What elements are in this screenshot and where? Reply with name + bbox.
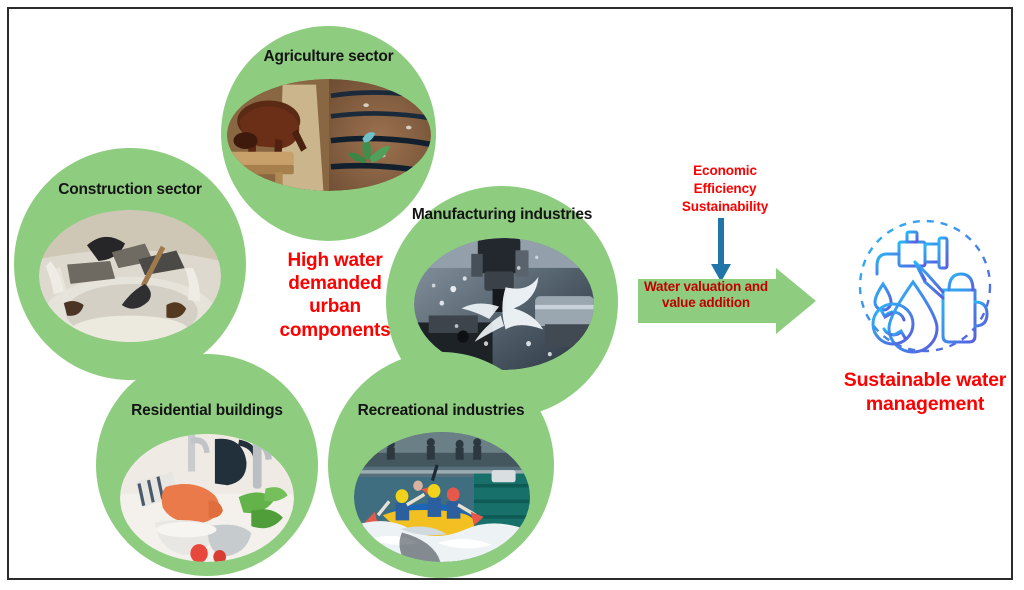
vertical-down-arrow: [711, 218, 731, 282]
petal-agriculture-image: [227, 79, 431, 191]
petal-recreational-label: Recreational industries: [357, 402, 525, 419]
small-drop-icon: [873, 281, 893, 312]
center-caption-line-4: components: [279, 319, 391, 341]
criteria-text: Economic Efficiency Sustainability: [661, 162, 789, 216]
water-drop-icon: [887, 279, 939, 354]
sustainable-water-management-icon: [851, 212, 999, 360]
center-caption-line-2: demanded: [288, 273, 382, 295]
arrow-label-line-2: value addition: [662, 295, 750, 311]
water-valuation-arrow-label: Water valuation and value addition: [636, 279, 776, 312]
faucet-icon: [869, 224, 949, 276]
center-caption-line-1: High water: [287, 250, 383, 271]
outcome-label-line-2: management: [865, 393, 985, 416]
arrow-label-line-1: Water valuation and: [644, 279, 768, 294]
criteria-line-1: Economic: [693, 163, 757, 178]
outcome-label-line-1: Sustainable water: [843, 369, 1007, 391]
petal-construction-label: Construction sector: [58, 181, 202, 198]
dashed-circle-icon: [858, 219, 992, 353]
water-valuation-arrow[interactable]: [638, 268, 816, 334]
outcome-label: Sustainable water management: [805, 368, 1024, 417]
recycle-arrows-icon: [871, 302, 915, 346]
petal-manufacturing[interactable]: Manufacturing industries: [386, 186, 618, 418]
criteria-line-2: Efficiency: [693, 180, 757, 196]
petal-recreational[interactable]: Recreational industries: [328, 352, 554, 578]
petal-manufacturing-label: Manufacturing industries: [411, 206, 593, 223]
petal-construction-image: [39, 210, 221, 342]
petal-recreational-image: [354, 432, 530, 562]
center-caption: High water demanded urban components: [246, 249, 424, 342]
petal-residential-image: [120, 434, 294, 562]
center-caption-line-3: urban: [309, 296, 361, 318]
petal-construction[interactable]: Construction sector: [14, 148, 246, 380]
petal-residential[interactable]: Residential buildings: [96, 354, 318, 576]
criteria-line-3: Sustainability: [681, 198, 769, 214]
petal-manufacturing-image: [414, 238, 594, 370]
petal-residential-label: Residential buildings: [131, 402, 283, 419]
petal-agriculture-label: Agriculture sector: [263, 48, 394, 65]
watering-can-icon: [913, 260, 989, 344]
petal-agriculture[interactable]: Agriculture sector: [221, 26, 436, 241]
